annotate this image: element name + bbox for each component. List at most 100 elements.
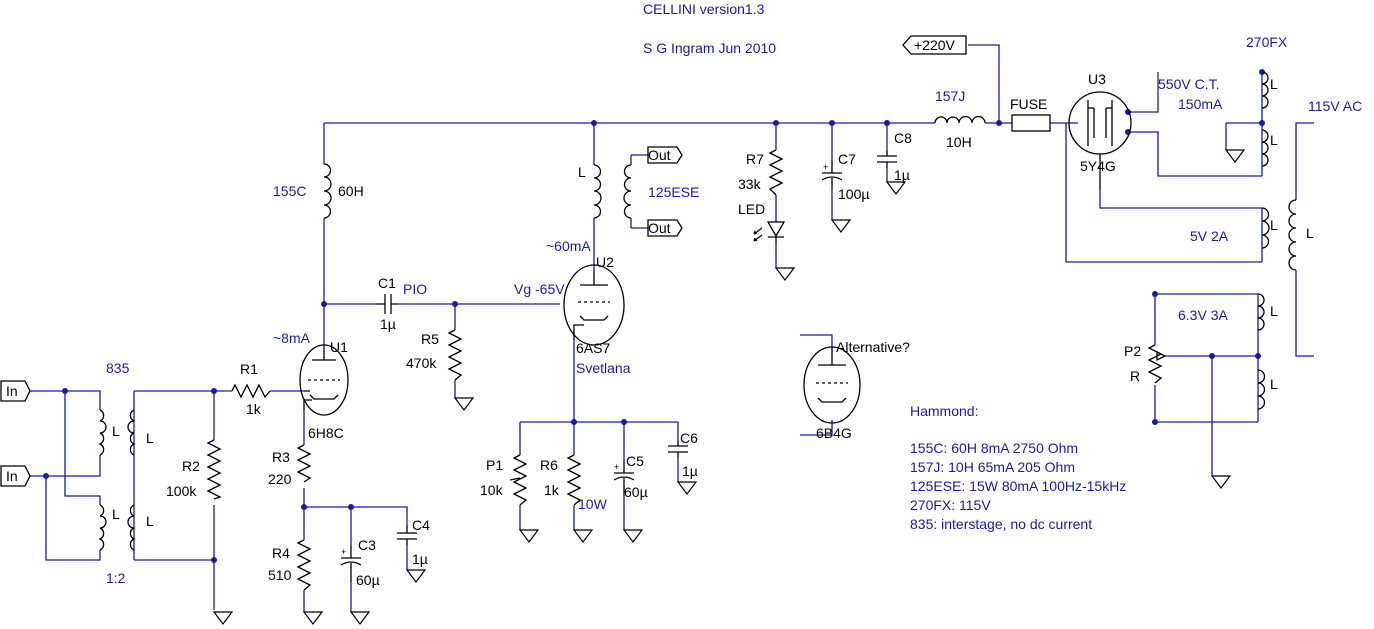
label-c1-value: 1µ [380, 316, 396, 332]
wires [30, 44, 1314, 612]
label-u2: U2 [596, 254, 614, 270]
label-hv-winding: 550V C.T. [1158, 76, 1219, 92]
label-c6-value: 1µ [682, 463, 698, 479]
label-c1: C1 [378, 275, 396, 291]
coil-l-10: L [1270, 303, 1278, 319]
label-r7-value: 33k [738, 176, 762, 192]
label-c5-value: 60µ [624, 484, 648, 500]
notes-line-4: 270FX: 115V [910, 497, 991, 513]
capacitors: + + + [340, 150, 897, 582]
label-155c: 155C [273, 183, 306, 199]
label-c3-value: 60µ [356, 572, 380, 588]
label-r5: R5 [421, 331, 439, 347]
label-c5: C5 [626, 453, 644, 469]
coil-l-9: L [1306, 225, 1314, 241]
label-125ese: 125ESE [648, 184, 699, 200]
label-r3-value: 220 [268, 471, 292, 487]
tube-u3 [1068, 91, 1132, 190]
label-r3: R3 [272, 449, 290, 465]
label-c6: C6 [680, 430, 698, 446]
title: CELLINI version1.3 [643, 1, 765, 17]
notes-heading: Hammond: [910, 403, 978, 419]
labels: CELLINI version1.3 S G Ingram Jun 2010 +… [6, 1, 1362, 588]
notes-line-1: 155C: 60H 8mA 2750 Ohm [910, 440, 1078, 456]
label-270fx: 270FX [1246, 34, 1288, 50]
label-r4: R4 [272, 545, 290, 561]
label-i-u1: ~8mA [273, 330, 311, 346]
label-heater-winding: 6.3V 3A [1178, 307, 1228, 323]
label-r1: R1 [240, 361, 258, 377]
coil-l-2: L [146, 430, 154, 446]
label-alt-note: Alternative? [836, 339, 910, 355]
label-r7: R7 [746, 151, 764, 167]
label-u2-type: 6AS7 [576, 340, 610, 356]
label-c8-value: 1µ [894, 167, 910, 183]
label-u1: U1 [330, 339, 348, 355]
label-r1-value: 1k [246, 401, 262, 417]
label-r5-value: 470k [406, 355, 437, 371]
tube-6b4g [803, 346, 861, 424]
label-157j: 157J [935, 88, 965, 104]
label-u3-type: 5Y4G [1080, 158, 1116, 174]
svg-text:+: + [614, 462, 619, 472]
port-out-2: Out [648, 220, 671, 236]
label-alt-type: 6B4G [816, 425, 852, 441]
tube-u2 [563, 264, 625, 346]
label-c8: C8 [894, 130, 912, 146]
author: S G Ingram Jun 2010 [643, 40, 776, 56]
coil-l-3: L [112, 506, 120, 522]
tube-u1 [299, 344, 349, 416]
label-p2-value: R [1130, 368, 1140, 384]
label-led: LED [738, 201, 765, 217]
label-r6-value: 1k [544, 482, 560, 498]
notes-line-3: 125ESE: 15W 80mA 100Hz-15kHz [910, 478, 1126, 494]
notes-line-2: 157J: 10H 65mA 205 Ohm [910, 459, 1075, 475]
label-c3: C3 [358, 537, 376, 553]
label-c4-value: 1µ [412, 551, 428, 567]
inductor-coils [98, 71, 1297, 551]
label-r6: R6 [540, 457, 558, 473]
port-in-2: In [6, 468, 18, 484]
label-i-u2: ~60mA [546, 238, 591, 254]
port-supply: +220V [914, 37, 956, 53]
p1-wiper [509, 477, 521, 481]
label-r6-power: 10W [578, 496, 608, 512]
coil-l-5: L [578, 164, 586, 180]
label-r2-value: 100k [166, 483, 197, 499]
coil-l-7: L [1270, 132, 1278, 148]
label-c7-value: 100µ [838, 186, 869, 202]
coil-l-11: L [1270, 376, 1278, 392]
notes-line-5: 835: interstage, no dc current [910, 516, 1092, 532]
coil-l-4: L [146, 513, 154, 529]
label-157j-value: 10H [946, 134, 972, 150]
label-rect-winding: 5V 2A [1190, 228, 1229, 244]
label-pio: PIO [403, 281, 427, 297]
label-c7: C7 [838, 151, 856, 167]
resistors [206, 149, 1167, 591]
label-mains: 115V AC [1308, 98, 1362, 114]
label-hv-current: 150mA [1178, 96, 1223, 112]
label-r2: R2 [182, 458, 200, 474]
label-c4: C4 [412, 517, 430, 533]
label-u1-type: 6H8C [308, 425, 344, 441]
label-155c-value: 60H [338, 183, 364, 199]
coil-l-1: L [112, 423, 120, 439]
label-r4-value: 510 [268, 567, 292, 583]
port-shapes [0, 35, 967, 487]
label-p1-value: 10k [480, 482, 504, 498]
label-u3: U3 [1088, 71, 1106, 87]
port-out-1: Out [648, 147, 671, 163]
svg-text:+: + [823, 162, 828, 172]
led [753, 220, 786, 245]
label-p2: P2 [1124, 343, 1141, 359]
label-ratio: 1:2 [106, 570, 126, 586]
fuse-body [1011, 114, 1051, 132]
port-in-1: In [6, 383, 18, 399]
junction-dots [43, 69, 1265, 563]
svg-text:+: + [341, 547, 346, 557]
label-p1: P1 [486, 457, 503, 473]
coil-l-8: L [1270, 217, 1278, 233]
label-835: 835 [106, 360, 130, 376]
